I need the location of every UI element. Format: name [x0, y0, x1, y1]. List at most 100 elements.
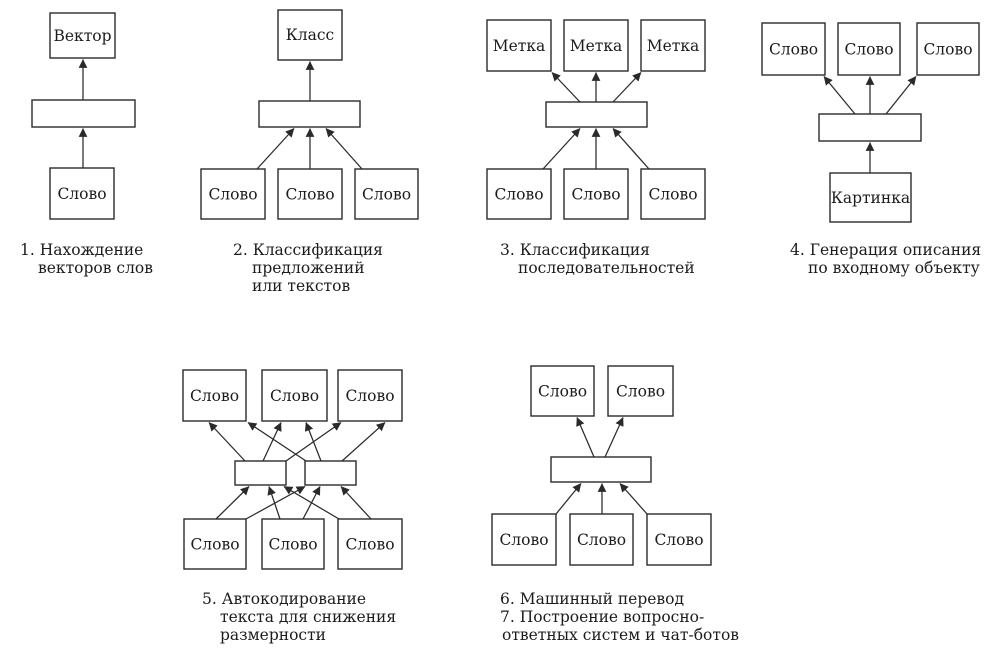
input-box	[569, 513, 634, 566]
arrow	[262, 422, 282, 462]
arrow	[247, 421, 307, 462]
input-box	[277, 168, 343, 220]
caption-line: ответных систем и чат-ботов	[502, 626, 739, 644]
input-box	[49, 167, 115, 220]
output-label: Слово	[270, 387, 319, 405]
arrow	[304, 422, 322, 462]
output-label: Метка	[647, 37, 700, 55]
input-box	[261, 518, 325, 570]
input-label: Слово	[345, 536, 394, 554]
input-label: Слово	[190, 536, 239, 554]
input-box	[640, 168, 706, 220]
input-box	[200, 168, 266, 220]
input-box	[829, 172, 912, 223]
output-box	[182, 369, 247, 422]
output-box	[530, 365, 595, 417]
caption-line: 7. Построение вопросно-	[500, 608, 704, 626]
rnn-box	[545, 101, 648, 128]
output-box	[277, 9, 343, 61]
input-box	[183, 518, 247, 570]
output-box	[916, 22, 980, 76]
arrow	[245, 485, 306, 520]
output-label: Слово	[923, 41, 972, 59]
input-box	[646, 513, 712, 566]
output-box	[49, 12, 116, 59]
input-label: Слово	[494, 186, 543, 204]
output-box	[837, 22, 901, 76]
caption-line: 3. Классификация	[500, 241, 650, 259]
input-label: Слово	[499, 531, 548, 549]
arrow	[256, 128, 295, 170]
input-label: Слово	[648, 186, 697, 204]
output-label: Вектор	[53, 27, 111, 45]
caption-line: или текстов	[252, 277, 350, 295]
output-label: Слово	[190, 387, 239, 405]
caption-line: по входному объекту	[808, 259, 980, 277]
caption-line: 6. Машинный перевод	[500, 590, 684, 608]
arrow	[604, 417, 624, 458]
output-label: Метка	[570, 37, 623, 55]
arrow	[341, 422, 386, 462]
output-label: Класс	[286, 26, 334, 44]
diagram-1-word-vector: Вектор Слово 1. Нахождение векторов слов	[20, 12, 153, 277]
output-box	[261, 369, 328, 422]
arrow	[340, 486, 372, 520]
diagram-6-machine-translation: Слово Слово Слово Слово Слово 6. Машинны…	[491, 365, 739, 644]
input-label: Слово	[362, 186, 411, 204]
output-label: Слово	[538, 383, 587, 401]
arrow	[555, 483, 582, 515]
rnn-box	[31, 99, 136, 128]
input-label: Слово	[268, 536, 317, 554]
arrow	[542, 128, 581, 170]
arrow	[612, 128, 650, 170]
input-label: Слово	[654, 531, 703, 549]
output-box	[607, 365, 674, 417]
arrow	[215, 486, 250, 520]
output-label: Метка	[493, 37, 546, 55]
input-label: Слово	[57, 185, 106, 203]
input-box	[354, 168, 419, 220]
output-label: Слово	[844, 41, 893, 59]
input-box	[486, 168, 552, 220]
input-label: Картинка	[831, 189, 910, 207]
caption-line: последовательностей	[518, 259, 695, 277]
arrow	[823, 76, 856, 115]
output-box	[486, 19, 552, 72]
output-box	[761, 22, 826, 76]
arrow	[302, 486, 321, 520]
arrow	[885, 76, 917, 115]
input-box	[563, 168, 629, 220]
arrow	[551, 72, 581, 103]
rnn-box	[550, 456, 652, 483]
input-box	[337, 518, 403, 570]
input-label: Слово	[208, 186, 257, 204]
caption-line: 5. Автокодирование	[202, 590, 366, 608]
arrow	[619, 483, 648, 515]
rnn-box	[234, 460, 287, 486]
arrow	[325, 128, 363, 170]
caption-line: размерности	[220, 626, 326, 644]
diagram-4-description-generation: Слово Слово Слово Картинка 4. Генерация …	[761, 22, 981, 277]
diagram-5-autoencoding: Слово Слово Слово Слово Слово Слово 5. А…	[182, 369, 403, 644]
rnn-box	[258, 100, 361, 128]
rnn-box	[304, 460, 357, 486]
caption-line: 1. Нахождение	[20, 241, 143, 259]
arrow	[612, 72, 642, 103]
input-label: Слово	[571, 186, 620, 204]
output-label: Слово	[345, 387, 394, 405]
input-label: Слово	[577, 531, 626, 549]
diagram-2-text-classification: Класс Слово Слово Слово 2. Классификация…	[200, 9, 419, 295]
arrow	[576, 417, 595, 458]
output-label: Слово	[769, 41, 818, 59]
caption-line: 2. Классификация	[233, 241, 383, 259]
input-box	[491, 513, 557, 566]
output-box	[337, 369, 403, 422]
output-box	[563, 19, 629, 72]
diagram-3-sequence-classification: Метка Метка Метка Слово Слово Слово 3. К…	[486, 19, 706, 277]
caption-line: 4. Генерация описания	[790, 241, 981, 259]
output-label: Слово	[616, 383, 665, 401]
output-box	[640, 19, 706, 72]
arrow	[208, 422, 246, 462]
rnn-box	[818, 113, 922, 142]
